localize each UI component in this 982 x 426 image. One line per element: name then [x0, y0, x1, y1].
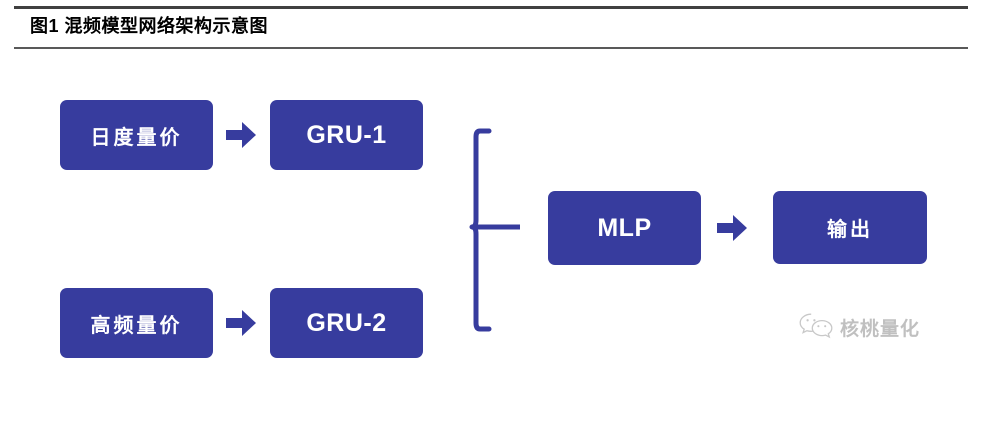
- node-label: MLP: [597, 213, 652, 242]
- figure-header: 图1 混频模型网络架构示意图: [14, 0, 968, 50]
- node-gru-1: GRU-1: [270, 100, 423, 170]
- arrow-right-icon: [226, 122, 256, 148]
- node-output: 输出: [773, 191, 927, 264]
- watermark: 核桃量化: [798, 312, 920, 342]
- node-gru-2: GRU-2: [270, 288, 423, 358]
- node-label: 日度量价: [90, 126, 183, 149]
- node-label: 输出: [827, 219, 873, 241]
- curly-brace-merge: [469, 128, 520, 332]
- arrow-right-icon: [226, 310, 256, 336]
- node-label: 高频量价: [90, 314, 183, 337]
- header-rule-top: [14, 6, 968, 9]
- node-daily-volume-price: 日度量价: [60, 100, 213, 170]
- node-high-frequency-volume-price: 高频量价: [60, 288, 213, 358]
- node-mlp: MLP: [548, 191, 701, 265]
- node-label: GRU-1: [306, 120, 387, 149]
- wechat-icon: [799, 313, 833, 339]
- arrow-right-icon: [717, 215, 747, 241]
- node-label: GRU-2: [306, 308, 387, 337]
- figure-title: 图1 混频模型网络架构示意图: [30, 16, 269, 36]
- watermark-text: 核桃量化: [840, 318, 921, 340]
- architecture-diagram: 日度量价 GRU-1 高频量价 GRU-2 MLP 输出: [0, 50, 982, 426]
- header-rule-bottom: [14, 47, 968, 49]
